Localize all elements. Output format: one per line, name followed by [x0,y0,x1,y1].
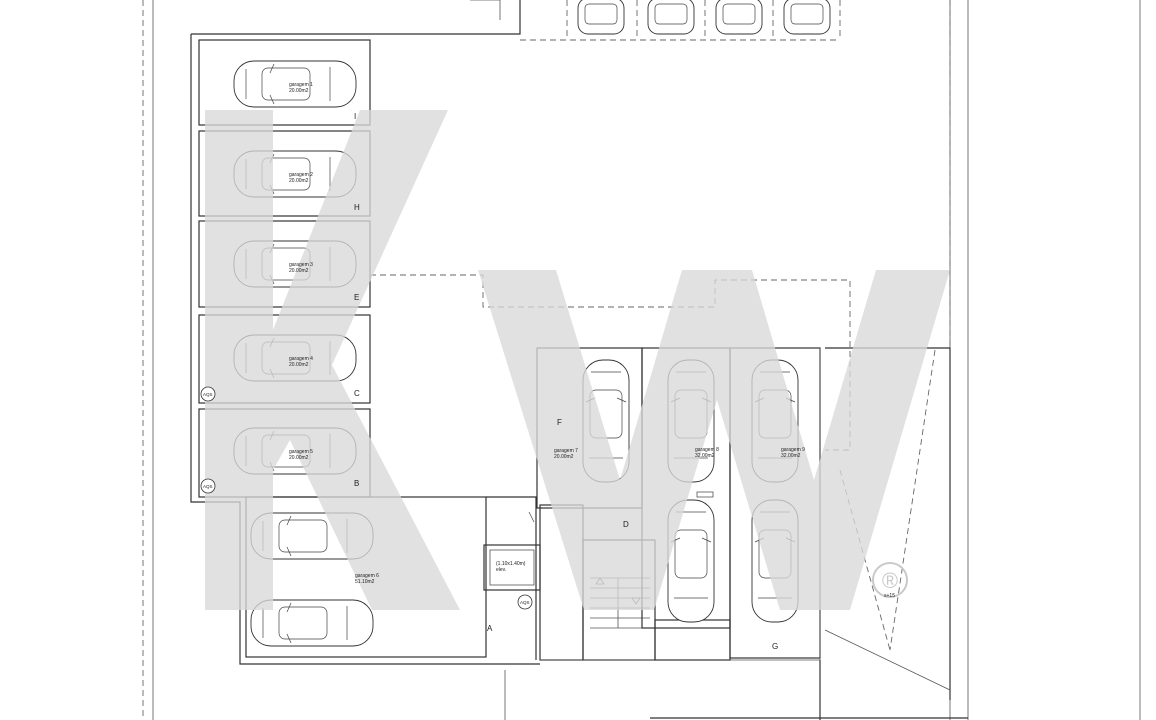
garage-9-letter: G [772,642,778,651]
svg-text:AQS: AQS [203,484,213,489]
svg-text:AQS: AQS [203,392,213,397]
garage-5-letter: B [354,479,359,488]
registered-symbol [872,562,908,598]
top-parking-row [520,0,841,41]
registered-mark: ® [882,568,898,593]
garage-5-name: garagem 5 [289,449,313,455]
garage-7-letter: F [557,418,562,427]
garage-7-area: 20.00m2 [554,454,574,460]
aqs-symbol: AQS [200,386,216,402]
garage-3-letter: E [354,293,359,302]
garage-1-letter: I [354,112,356,121]
garage-labels: garagem 1 20.00m2 I garagem 2 20.00m2 H … [289,82,895,651]
garage-6-letter: A [487,624,493,633]
garage-2-area: 20.00m2 [289,178,309,184]
aqs-symbol: AQS [200,478,216,494]
garage-9-area: 32.00m2 [781,453,801,459]
garage-7-name: garagem 7 [554,448,578,454]
svg-text:AQS: AQS [520,600,530,605]
elevator-label: elev. [496,567,506,573]
garage-2-name: garagem 2 [289,172,313,178]
garage-1-name: garagem 1 [289,82,313,88]
garage-9-name: garagem 9 [781,447,805,453]
garage-4-letter: C [354,389,360,398]
garage-2-letter: H [354,203,360,212]
garage-6-area: 51.10m2 [355,579,375,585]
garage-8-letter: D [623,520,629,529]
garage-6-name: garagem 6 [355,573,379,579]
garage-4-name: garagem 4 [289,356,313,362]
garage-3-name: garagem 3 [289,262,313,268]
kw-watermark: ® [205,110,950,610]
aqs-symbol: AQS [517,594,533,610]
garage-5-area: 20.00m2 [289,455,309,461]
ramp-note: s+15 [884,593,895,599]
elevator-size-label: (1.10x1.40m) [496,561,526,567]
garage-3-area: 20.00m2 [289,268,309,274]
garage-8-area: 32.00m2 [695,453,715,459]
garage-4-area: 20.00m2 [289,362,309,368]
garage-8-name: garagem 8 [695,447,719,453]
garage-1-area: 20.00m2 [289,88,309,94]
